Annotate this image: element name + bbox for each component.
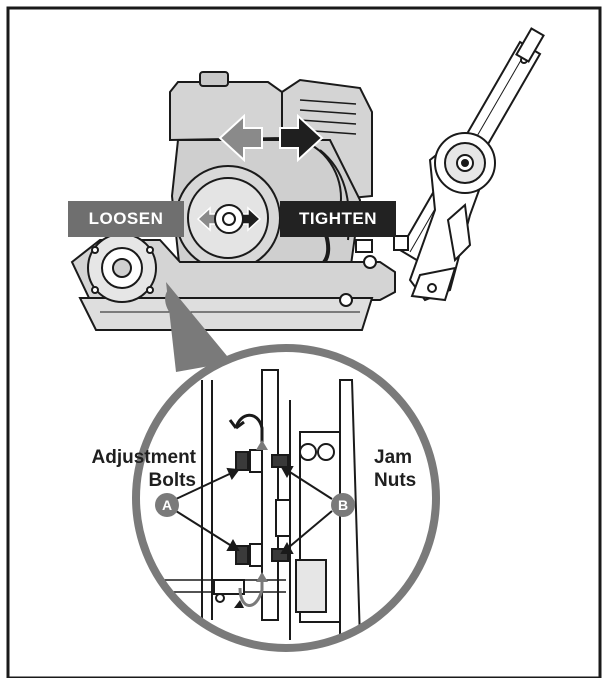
rotation-arrow-icon — [228, 413, 268, 450]
adjustment-bolts-line2: Bolts — [148, 470, 197, 491]
marker-a-badge: A — [155, 493, 179, 517]
marker-b-badge: B — [331, 493, 355, 517]
pulley-arrows — [196, 204, 262, 234]
tighten-label: TIGHTEN — [280, 201, 396, 237]
loosen-arrow-icon — [218, 113, 263, 163]
adjustment-bolts-line1: Adjustment — [91, 447, 197, 468]
leader-lines — [175, 466, 333, 554]
handle-bracket — [408, 132, 496, 302]
tighten-arrow-icon — [279, 113, 324, 163]
adjustment-bolts-label: Adjustment Bolts — [84, 446, 197, 492]
base-plate — [70, 233, 409, 331]
zoom-detail — [132, 344, 440, 652]
loosen-label: LOOSEN — [68, 201, 184, 237]
zoom-pointer — [165, 282, 232, 372]
jam-nuts-line1: Jam — [374, 447, 413, 468]
rotation-arrow-icon — [234, 572, 268, 608]
jam-nuts-line2: Nuts — [374, 470, 417, 491]
jam-nuts-label: Jam Nuts — [374, 446, 434, 492]
engine — [169, 71, 373, 274]
